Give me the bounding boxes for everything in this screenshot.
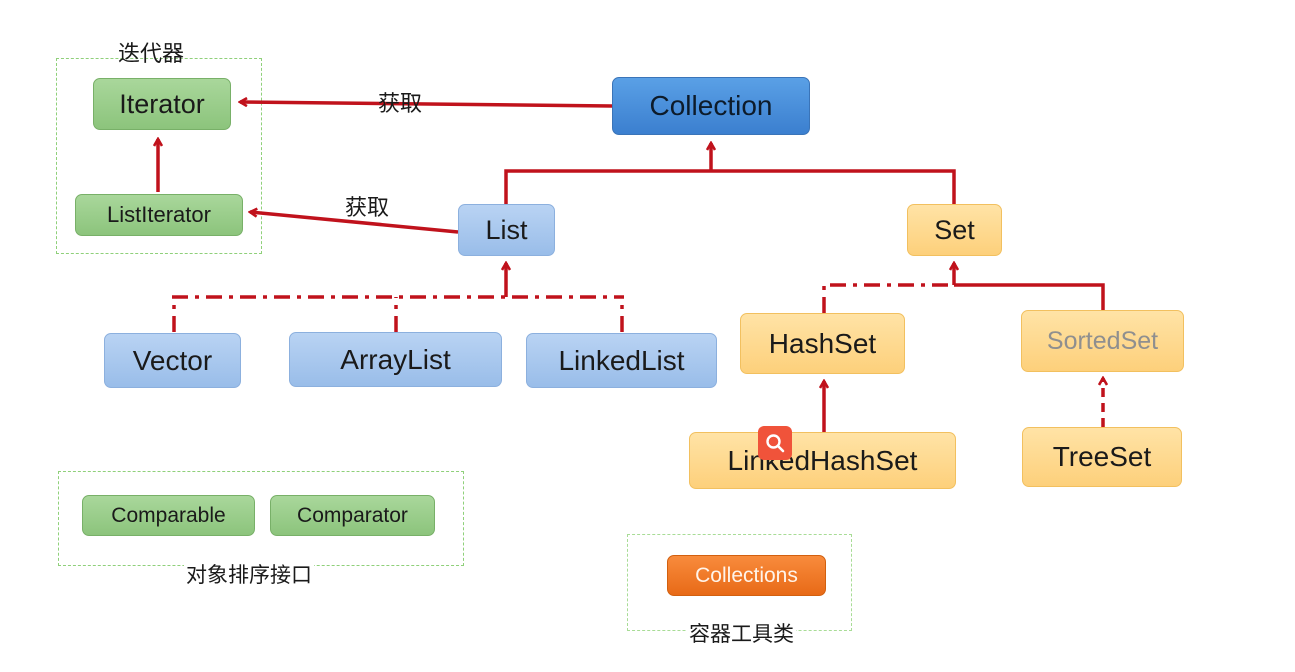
- node-vector: Vector: [104, 333, 241, 388]
- edge-collection-iterator: [240, 102, 613, 108]
- iterator-group-box: [56, 58, 262, 254]
- search-icon: [766, 434, 785, 453]
- node-list: List: [458, 204, 555, 256]
- edge-list-listiterator: [250, 212, 459, 234]
- node-linked-list: LinkedList: [526, 333, 717, 388]
- edge-label-list-listiterator: 获取: [345, 196, 390, 221]
- node-comparable: Comparable: [82, 495, 255, 536]
- edge-list-set-collection: [504, 169, 956, 204]
- node-collections: Collections: [667, 555, 826, 596]
- node-array-list: ArrayList: [289, 332, 502, 387]
- node-comparator: Comparator: [270, 495, 435, 536]
- edge-label-collection-iterator: 获取: [378, 92, 423, 117]
- node-list-iterator: ListIterator: [75, 194, 243, 236]
- edge-sortedset-set: [954, 283, 1105, 310]
- node-hash-set: HashSet: [740, 313, 905, 374]
- util-group-label: 容器工具类: [687, 618, 796, 648]
- node-iterator: Iterator: [93, 78, 231, 130]
- node-sorted-set: SortedSet: [1021, 310, 1184, 372]
- node-collection: Collection: [612, 77, 810, 135]
- image-search-button[interactable]: [758, 426, 792, 460]
- node-set: Set: [907, 204, 1002, 256]
- sort-group-label: 对象排序接口: [184, 559, 314, 589]
- edge-hashset-set: [822, 283, 954, 313]
- node-tree-set: TreeSet: [1022, 427, 1182, 487]
- node-linked-hash-set: LinkedHashSet: [689, 432, 956, 489]
- iterator-group-label: 迭代器: [118, 42, 185, 67]
